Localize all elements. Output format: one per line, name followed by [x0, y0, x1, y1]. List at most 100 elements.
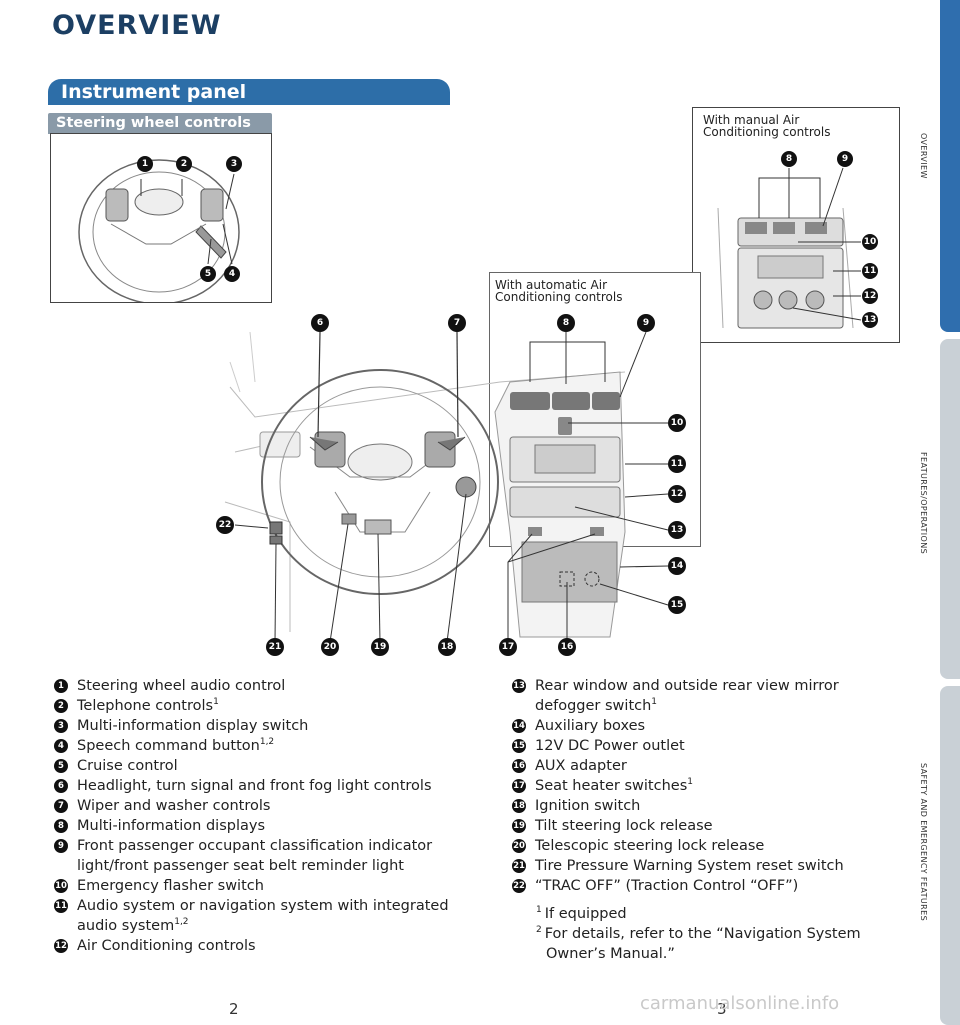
callout-13: 13	[862, 312, 878, 328]
legend-number-badge: 12	[54, 939, 68, 953]
svg-text:22: 22	[219, 520, 232, 530]
svg-text:8: 8	[786, 154, 792, 164]
callout-1: 1	[137, 156, 153, 172]
legend-item: 22“TRAC OFF” (Traction Control “OFF”)	[512, 876, 907, 896]
side-label-safety: SAFETY AND EMERGENCY FEATURES	[919, 763, 928, 922]
callout-12: 12	[862, 288, 878, 304]
footnote-mark: 2	[536, 925, 542, 936]
svg-text:2: 2	[181, 159, 187, 169]
callout-20: 20	[321, 638, 339, 656]
svg-text:14: 14	[671, 561, 684, 571]
legend-footnote-mark: 1	[687, 777, 693, 788]
legend-text: Air Conditioning controls	[77, 936, 464, 956]
watermark: carmanualsonline.info	[640, 993, 840, 1014]
footnote-mark: 1	[536, 905, 542, 916]
legend-text: Front passenger occupant classification …	[77, 836, 464, 876]
legend-item: 18 Ignition switch	[512, 796, 907, 816]
legend-text: Rear window and outside rear view mirror…	[535, 676, 907, 716]
tab-overview[interactable]	[940, 0, 960, 332]
legend-text: Telescopic steering lock release	[535, 836, 907, 856]
legend-number-badge: 2	[54, 699, 68, 713]
legend-label: Telephone controls	[77, 698, 214, 714]
callout-8: 8	[557, 314, 575, 332]
svg-text:19: 19	[374, 642, 387, 652]
legend-text: Headlight, turn signal and front fog lig…	[77, 776, 464, 796]
svg-text:20: 20	[324, 642, 337, 652]
callout-14: 14	[668, 557, 686, 575]
legend-number-badge: 18	[512, 799, 526, 813]
svg-text:10: 10	[864, 237, 877, 247]
callout-5: 5	[200, 266, 216, 282]
legend-label: Headlight, turn signal and front fog lig…	[77, 778, 432, 794]
callout-21: 21	[266, 638, 284, 656]
svg-text:9: 9	[643, 318, 649, 328]
legend-label: Wiper and washer controls	[77, 798, 271, 814]
legend-label: Telescopic steering lock release	[535, 838, 765, 854]
steering-wheel-diagram: 1 2 3 4 5	[78, 156, 242, 305]
callout-10: 10	[668, 414, 686, 432]
steering-wheel-illustration: 1 2 3 4 5	[50, 133, 272, 305]
legend-label: Speech command button	[77, 738, 260, 754]
legend-number-badge: 20	[512, 839, 526, 853]
svg-text:11: 11	[671, 459, 684, 469]
tab-safety-emergency[interactable]	[940, 686, 960, 1025]
legend-item: 1 Steering wheel audio control	[54, 676, 464, 696]
svg-text:9: 9	[842, 154, 848, 164]
callout-8: 8	[781, 151, 797, 167]
page-number-right: 3	[717, 1000, 727, 1018]
callout-10: 10	[862, 234, 878, 250]
legend-number-badge: 19	[512, 819, 526, 833]
legend-label: Cruise control	[77, 758, 178, 774]
svg-text:6: 6	[317, 318, 323, 328]
legend-footnote-mark: 1	[651, 697, 658, 708]
legend-label: Front passenger occupant classification …	[77, 838, 433, 874]
legend-label: Ignition switch	[535, 798, 641, 814]
callout-7: 7	[448, 314, 466, 332]
legend-text: Steering wheel audio control	[77, 676, 464, 696]
svg-text:12: 12	[671, 489, 684, 499]
legend-number-badge: 16	[512, 759, 526, 773]
callout-9: 9	[837, 151, 853, 167]
legend-item: 16 AUX adapter	[512, 756, 907, 776]
legend-footnote-mark: 1,2	[259, 737, 275, 748]
legend-item: 19 Tilt steering lock release	[512, 816, 907, 836]
legend-text: Auxiliary boxes	[535, 716, 907, 736]
legend-label: Multi-information display switch	[77, 718, 309, 734]
legend-number-badge: 1	[54, 679, 68, 693]
callout-13: 13	[668, 521, 686, 539]
legend-text: AUX adapter	[535, 756, 907, 776]
side-label-overview: OVERVIEW	[919, 133, 928, 179]
svg-text:15: 15	[671, 600, 684, 610]
legend-label: Air Conditioning controls	[77, 938, 256, 954]
legend-text: Ignition switch	[535, 796, 907, 816]
legend-text: “TRAC OFF” (Traction Control “OFF”)	[535, 876, 907, 896]
legend-text: Tilt steering lock release	[535, 816, 907, 836]
legend-label: Rear window and outside rear view mirror…	[535, 678, 839, 714]
legend-text: Cruise control	[77, 756, 464, 776]
svg-text:17: 17	[502, 642, 515, 652]
legend-label: Emergency flasher switch	[77, 878, 264, 894]
callout-9: 9	[637, 314, 655, 332]
legend-label: Tilt steering lock release	[535, 818, 713, 834]
svg-text:21: 21	[269, 642, 282, 652]
legend-number-badge: 9	[54, 839, 68, 853]
legend-number-badge: 14	[512, 719, 526, 733]
legend-number-badge: 8	[54, 819, 68, 833]
legend-text: Multi-information displays	[77, 816, 464, 836]
callout-12: 12	[668, 485, 686, 503]
legend-left: 1 Steering wheel audio control 2 Telephone …	[54, 676, 464, 956]
svg-text:3: 3	[231, 159, 237, 169]
svg-text:8: 8	[563, 318, 569, 328]
legend-text: Emergency flasher switch	[77, 876, 464, 896]
svg-text:13: 13	[671, 525, 684, 535]
tab-features-operations[interactable]	[940, 339, 960, 679]
legend-label: Seat heater switches	[535, 778, 688, 794]
legend-label: Tire Pressure Warning System reset switc…	[535, 858, 844, 874]
